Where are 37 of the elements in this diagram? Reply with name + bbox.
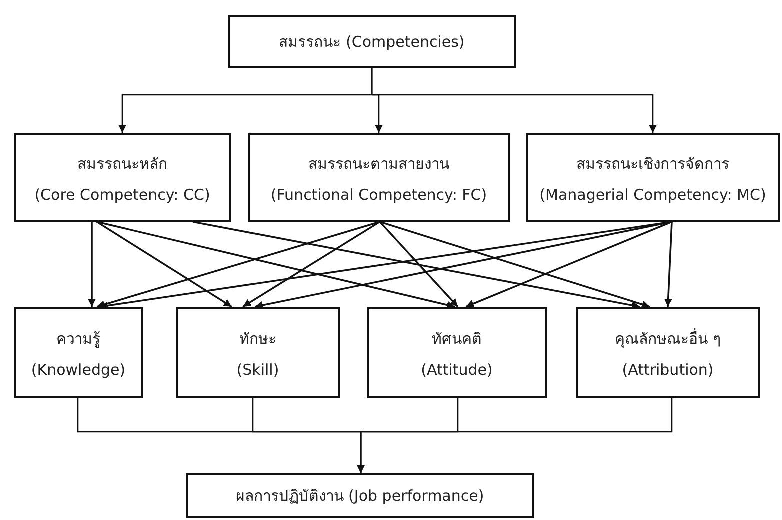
concept-box xyxy=(186,473,534,518)
box-label: สมรรถนะเชิงการจัดการ xyxy=(576,154,730,174)
box-label: (Functional Competency: FC) xyxy=(270,186,488,204)
concept-box xyxy=(228,15,516,68)
concept-box xyxy=(14,307,143,398)
box-label: (Core Competency: CC) xyxy=(34,186,210,204)
box-label: (Skill) xyxy=(236,360,280,378)
arrow xyxy=(192,221,640,310)
box-label: สมรรถนะหลัก xyxy=(78,154,168,174)
concept-box xyxy=(14,133,231,222)
arrow xyxy=(380,221,650,308)
arrow xyxy=(96,221,456,310)
arrow xyxy=(96,221,232,308)
box-label: ทัศนคติ xyxy=(432,328,482,350)
arrow xyxy=(96,221,380,309)
box-label: คุณลักษณะอื่น ๆ xyxy=(615,328,721,350)
arrow xyxy=(88,222,96,307)
concept-box xyxy=(367,307,547,398)
box-label: (Attitude) xyxy=(421,360,493,378)
box-label: (Attribution) xyxy=(622,360,714,378)
arrow xyxy=(242,221,380,308)
concept-box xyxy=(248,133,510,222)
arrow xyxy=(664,222,673,308)
arrow xyxy=(466,221,672,308)
arrow xyxy=(371,67,657,134)
box-label: สมรรถนะ (Competencies) xyxy=(279,32,465,52)
concept-box xyxy=(576,307,760,398)
arrow xyxy=(357,398,673,473)
concept-box xyxy=(176,307,340,398)
box-label: สมรรถนะตามสายงาน xyxy=(308,154,450,174)
concept-box xyxy=(526,133,780,222)
box-label: (Knowledge) xyxy=(31,360,126,378)
box-label: ความรู้ xyxy=(56,328,100,350)
box-label: ผลการปฏิบัติงาน (Job performance) xyxy=(236,486,484,506)
box-label: (Managerial Competency: MC) xyxy=(540,186,766,204)
arrow xyxy=(379,221,459,308)
box-label: ทักษะ xyxy=(240,328,276,350)
